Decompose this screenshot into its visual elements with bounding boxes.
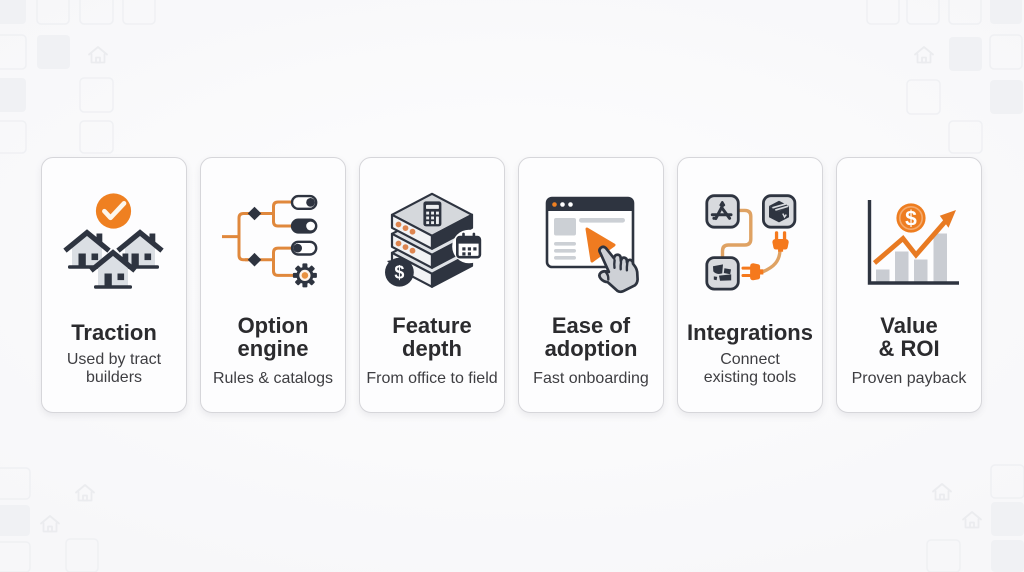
svg-text:$: $ bbox=[394, 263, 404, 283]
svg-text:$: $ bbox=[905, 208, 917, 231]
